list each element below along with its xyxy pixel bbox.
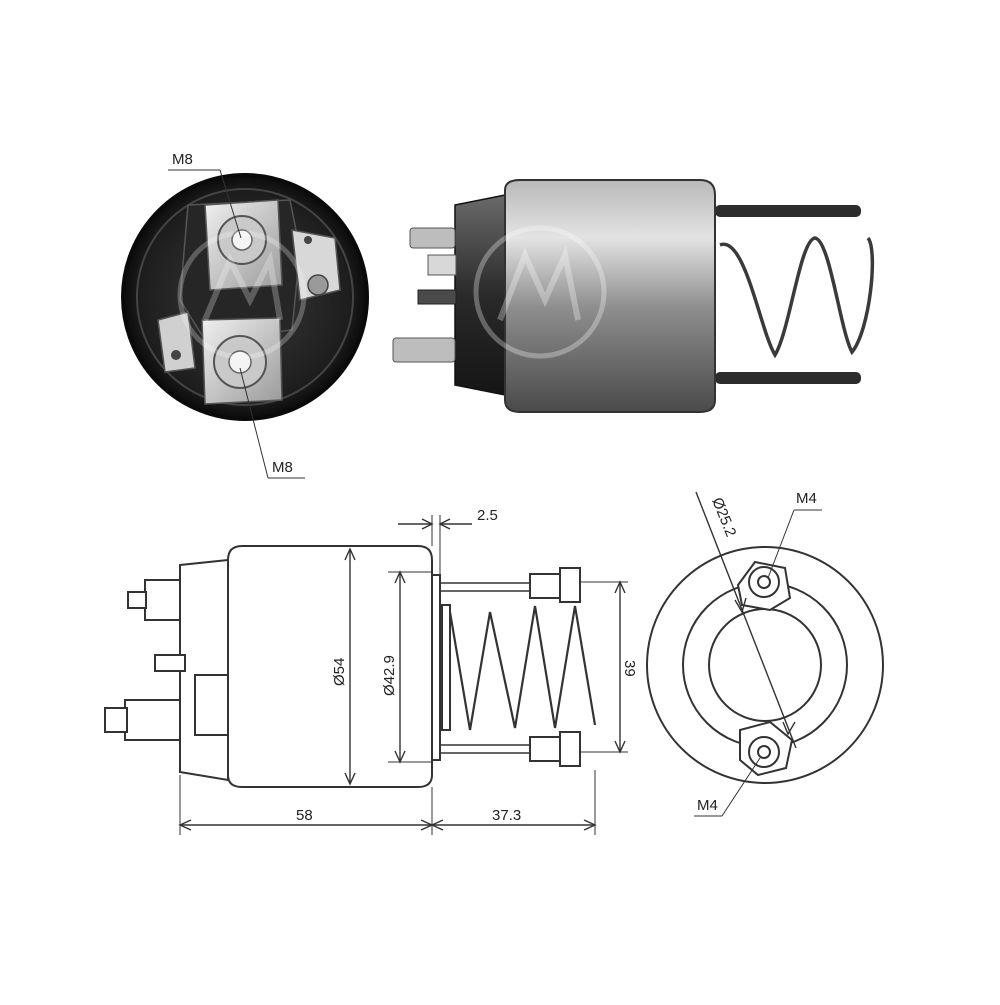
return-spring [719,236,875,359]
dim-373-arrow-left [430,819,444,831]
watermark-logo [177,230,307,360]
drawing-rear-cap [179,558,229,782]
dim-body-dia-text: Ø54 [331,658,348,686]
dim-39-arrow-bot [614,740,626,754]
dim-seat-dia-text: Ø42.9 [381,655,398,696]
dim-body-dia-arrow-bot [344,772,356,786]
drawing-body [227,545,433,788]
side-tab-hole [304,236,312,244]
left-tab-terminal [157,311,196,373]
dim-bolt-circle-text: Ø25.2 [708,495,739,539]
leader-m4-bottom [721,757,761,817]
drawing-bottom-stud-hole [757,745,771,759]
dim-58-arrow-left [178,819,192,831]
solenoid-body [504,179,716,413]
dim-body-dia-arrow-top [344,547,356,561]
dim-seat-arrow-top [394,570,406,584]
dim-39-arrow-top [614,580,626,594]
drawing-top-stud-hole [757,575,771,589]
label-m4-top: M4 [796,490,817,507]
drawing-spring-seat [441,604,451,731]
drawing-upper-nut [144,579,181,621]
leader-bottom [239,367,269,479]
upper-rod [715,205,861,217]
dim-flange-arrow-right [438,518,451,530]
top-terminal-stud [231,229,253,251]
watermark-logo-side [473,225,607,359]
drawing-bracket [194,674,229,736]
drawing-upper-rod-hex [559,567,581,603]
drawing-upper-stud [127,591,147,609]
dim-flange-arrow-left [421,518,434,530]
rear-cap [454,194,506,396]
mid-bracket [417,289,457,305]
dim-bolt-circle-arrow-top [734,597,747,614]
drawing-spring [448,605,597,731]
photo-end-view: M8 M8 [121,151,369,479]
label-m4-bottom: M4 [697,797,718,814]
side-tab-rivet [307,274,329,296]
lower-rod [715,372,861,384]
drawing-end-view: Ø25.2 M4 M4 [646,490,884,817]
dim-flange-text: 2.5 [477,507,498,524]
dim-58-text: 58 [296,807,313,824]
lower-terminal-stud [392,337,456,363]
drawing-lower-rod-nut [529,736,561,762]
end-view-label-top: M8 [172,151,193,168]
dim-bolt-circle-line [695,491,797,749]
drawing-lower-nut [124,699,181,741]
drawing-lower-rod-hex [559,731,581,767]
drawing-flange [431,574,441,761]
end-face-rim [136,188,354,406]
dim-373-text: 37.3 [492,807,521,824]
end-view-label-bottom: M8 [272,459,293,476]
photo-side-view [392,179,875,413]
dim-bolt-circle-arrow-bot [782,721,796,736]
leader-m4-top [767,509,795,579]
upper-terminal-stud [409,227,456,249]
bottom-terminal-stud [228,350,252,374]
drawing-spade [154,654,186,672]
left-tab-hole [171,350,181,360]
drawing-side-view: Ø54 Ø42.9 2.5 58 37.3 39 [104,507,638,835]
drawing-lower-stud [104,707,128,733]
dim-39-text: 39 [621,660,638,677]
drawing-end-bore [708,608,822,722]
leader-top [219,169,242,239]
drawing-upper-rod-nut [529,573,561,599]
spade-terminal [427,254,457,276]
dim-373-arrow-right [583,819,597,831]
dim-seat-arrow-bot [394,750,406,764]
